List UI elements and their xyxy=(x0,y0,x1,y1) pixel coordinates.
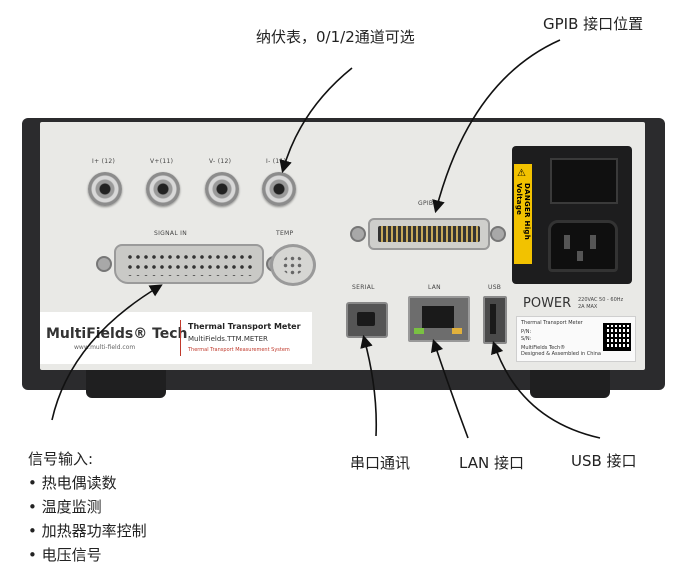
signal-input-item-label: 温度监测 xyxy=(41,498,102,516)
right-foot xyxy=(530,368,610,398)
signal-input-item: • 电压信号 xyxy=(28,546,102,564)
lan-label: LAN xyxy=(428,284,441,291)
bnc-label: I+ (12) xyxy=(92,158,116,165)
info-sticker: Thermal Transport Meter P/N: S/N: MultiF… xyxy=(516,316,636,362)
bnc-label: V- (12) xyxy=(209,158,232,165)
serial-label: SERIAL xyxy=(352,284,375,291)
bnc-connector-i-minus[interactable] xyxy=(262,172,296,206)
brand-name: MultiFields® Tech xyxy=(46,326,188,342)
power-rating-1: 220VAC 50 - 60Hz xyxy=(578,297,624,303)
power-inlet[interactable] xyxy=(548,220,618,272)
left-foot xyxy=(86,368,166,398)
product-name: Thermal Transport Meter xyxy=(188,322,301,331)
brand-website: www.multi-field.com xyxy=(74,344,136,351)
sticker-title: Thermal Transport Meter xyxy=(521,320,583,326)
bnc-connector-i-plus[interactable] xyxy=(88,172,122,206)
dsub-screw-left xyxy=(96,256,112,272)
signal-arrow xyxy=(51,284,163,421)
product-system: Thermal Transport Measurement System xyxy=(188,347,290,353)
sticker-pn: P/N: xyxy=(521,329,532,335)
signal-input-item-label: 热电偶读数 xyxy=(41,474,117,492)
gpib-callout: GPIB 接口位置 xyxy=(543,15,644,33)
lan-activity-led xyxy=(452,328,462,334)
signal-input-item-label: 电压信号 xyxy=(41,546,102,564)
bnc-connector-v-minus[interactable] xyxy=(205,172,239,206)
signal-in-label: SIGNAL IN xyxy=(154,230,188,237)
signal-input-title: 信号输入: xyxy=(28,450,94,468)
power-switch[interactable] xyxy=(550,158,618,204)
bnc-connector-v-plus[interactable] xyxy=(146,172,180,206)
usb-label: USB xyxy=(488,284,502,291)
power-module: ⚠ DANGER High Voltage xyxy=(512,146,632,284)
gpib-label: GPIB xyxy=(418,200,434,207)
gpib-screw-right xyxy=(490,226,506,242)
power-label: POWER xyxy=(523,296,572,311)
qr-code-icon xyxy=(603,323,631,351)
warning-icon: ⚠ xyxy=(517,168,526,179)
signal-input-item: • 温度监测 xyxy=(28,498,102,516)
usb-arrow xyxy=(491,340,601,439)
lan-arrow xyxy=(430,338,469,439)
serial-port[interactable] xyxy=(346,302,388,338)
product-model: MultiFields.TTM.METER xyxy=(188,335,268,343)
temp-label: TEMP xyxy=(276,230,294,237)
gpib-screw-left xyxy=(350,226,366,242)
power-rating-2: 2A MAX xyxy=(578,304,598,310)
serial-arrow xyxy=(360,334,378,437)
brand-label: MultiFields® Tech www.multi-field.com Th… xyxy=(40,312,312,364)
nanovolt-arrow xyxy=(279,67,353,174)
temp-connector[interactable] xyxy=(270,244,316,286)
label-divider xyxy=(180,320,181,356)
warning-stripe: ⚠ DANGER High Voltage xyxy=(514,164,532,264)
sticker-brand: MultiFields Tech® xyxy=(521,345,566,351)
usb-callout: USB 接口 xyxy=(571,452,637,470)
signal-input-item: • 加热器功率控制 xyxy=(28,522,147,540)
serial-callout: 串口通讯 xyxy=(350,454,411,472)
sticker-sn: S/N: xyxy=(521,336,532,342)
lan-callout: LAN 接口 xyxy=(459,454,524,472)
signal-input-item: • 热电偶读数 xyxy=(28,474,117,492)
usb-port[interactable] xyxy=(483,296,507,344)
bnc-label: I- (11) xyxy=(266,158,287,165)
signal-in-connector[interactable] xyxy=(114,244,264,284)
lan-link-led xyxy=(414,328,424,334)
gpib-connector[interactable] xyxy=(368,218,490,250)
sticker-assembled: Designed & Assembled in China xyxy=(521,351,601,357)
signal-input-item-label: 加热器功率控制 xyxy=(41,522,147,540)
nanovolt-callout: 纳伏表，0/1/2通道可选 xyxy=(256,28,415,46)
bnc-label: V+(11) xyxy=(150,158,174,165)
gpib-arrow xyxy=(432,39,561,214)
